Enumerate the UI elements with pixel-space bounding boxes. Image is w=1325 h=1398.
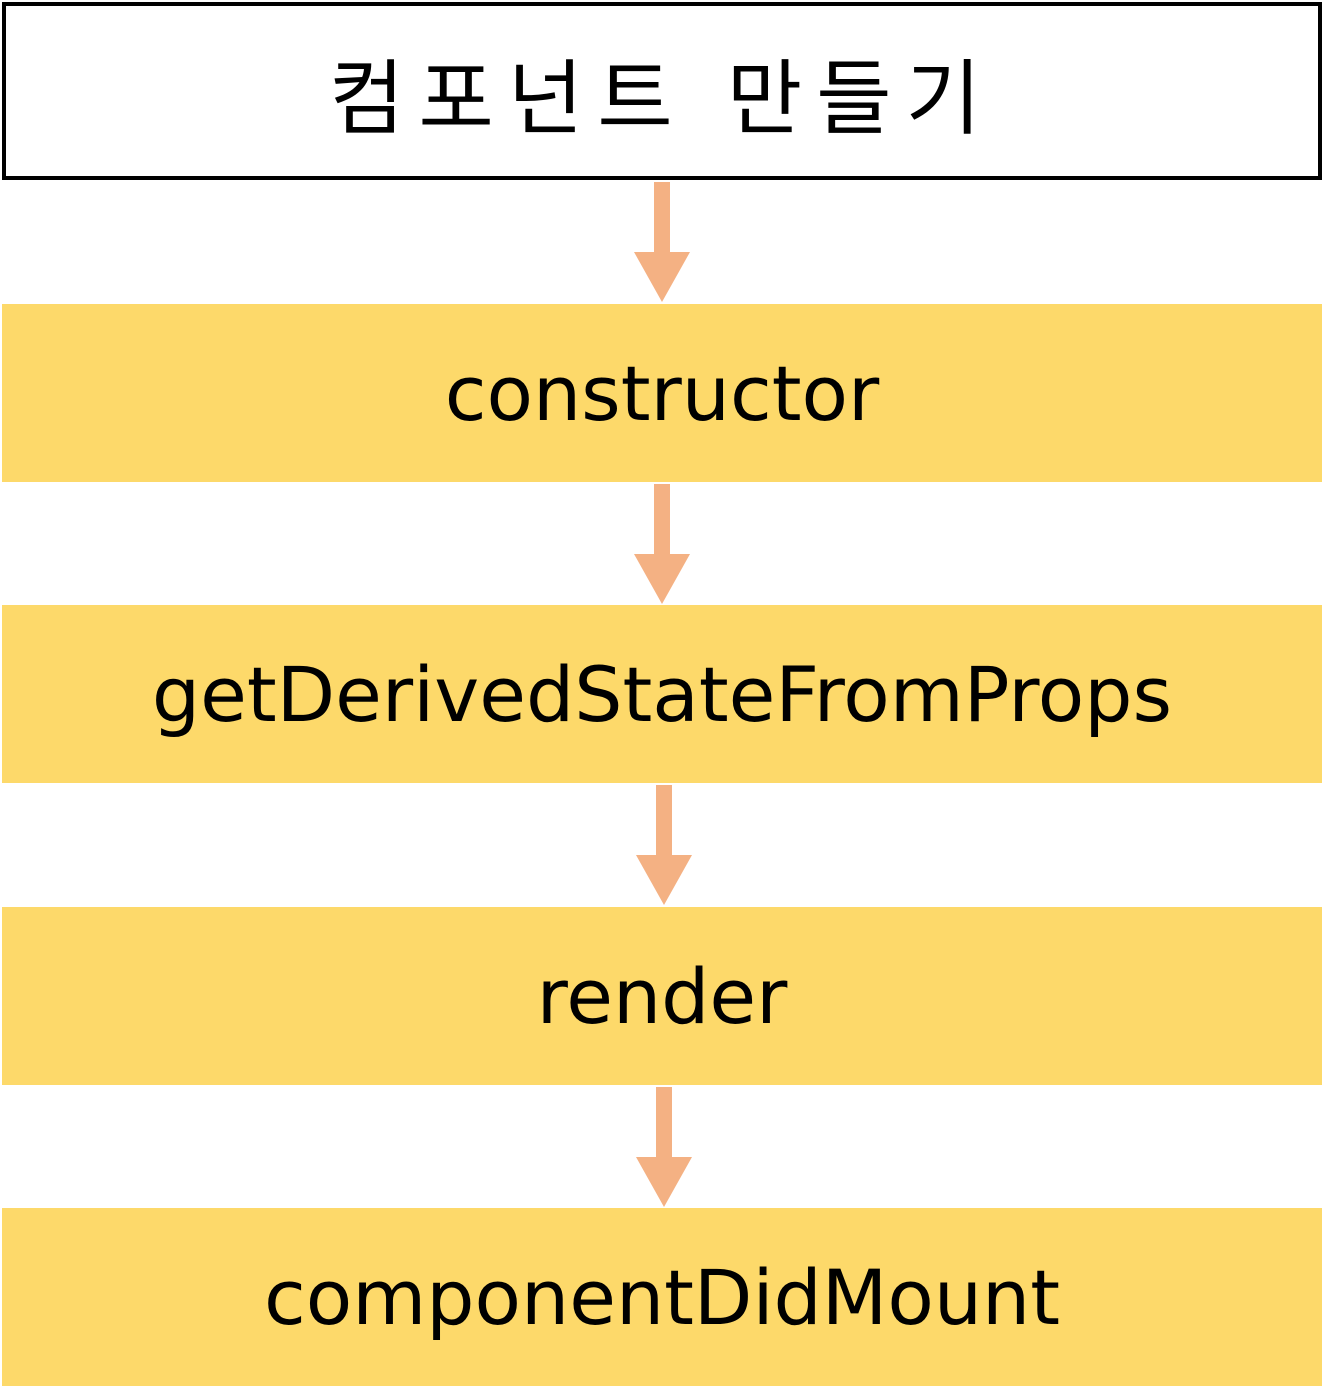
step-box-component-did-mount: componentDidMount [2,1208,1322,1386]
step-label: render [536,951,788,1041]
step-label: componentDidMount [263,1252,1061,1342]
step-box-render: render [2,907,1322,1085]
flow-arrow-1 [634,182,690,302]
step-label: constructor [444,348,880,438]
flow-arrow-4 [636,1087,692,1207]
flow-arrow-2 [634,484,690,604]
start-box-label: 컴포넌트 만들기 [328,51,996,147]
flow-arrow-3 [636,785,692,905]
step-box-constructor: constructor [2,304,1322,482]
step-label: getDerivedStateFromProps [151,649,1173,739]
start-box: 컴포넌트 만들기 [2,2,1322,180]
step-box-get-derived-state-from-props: getDerivedStateFromProps [2,605,1322,783]
